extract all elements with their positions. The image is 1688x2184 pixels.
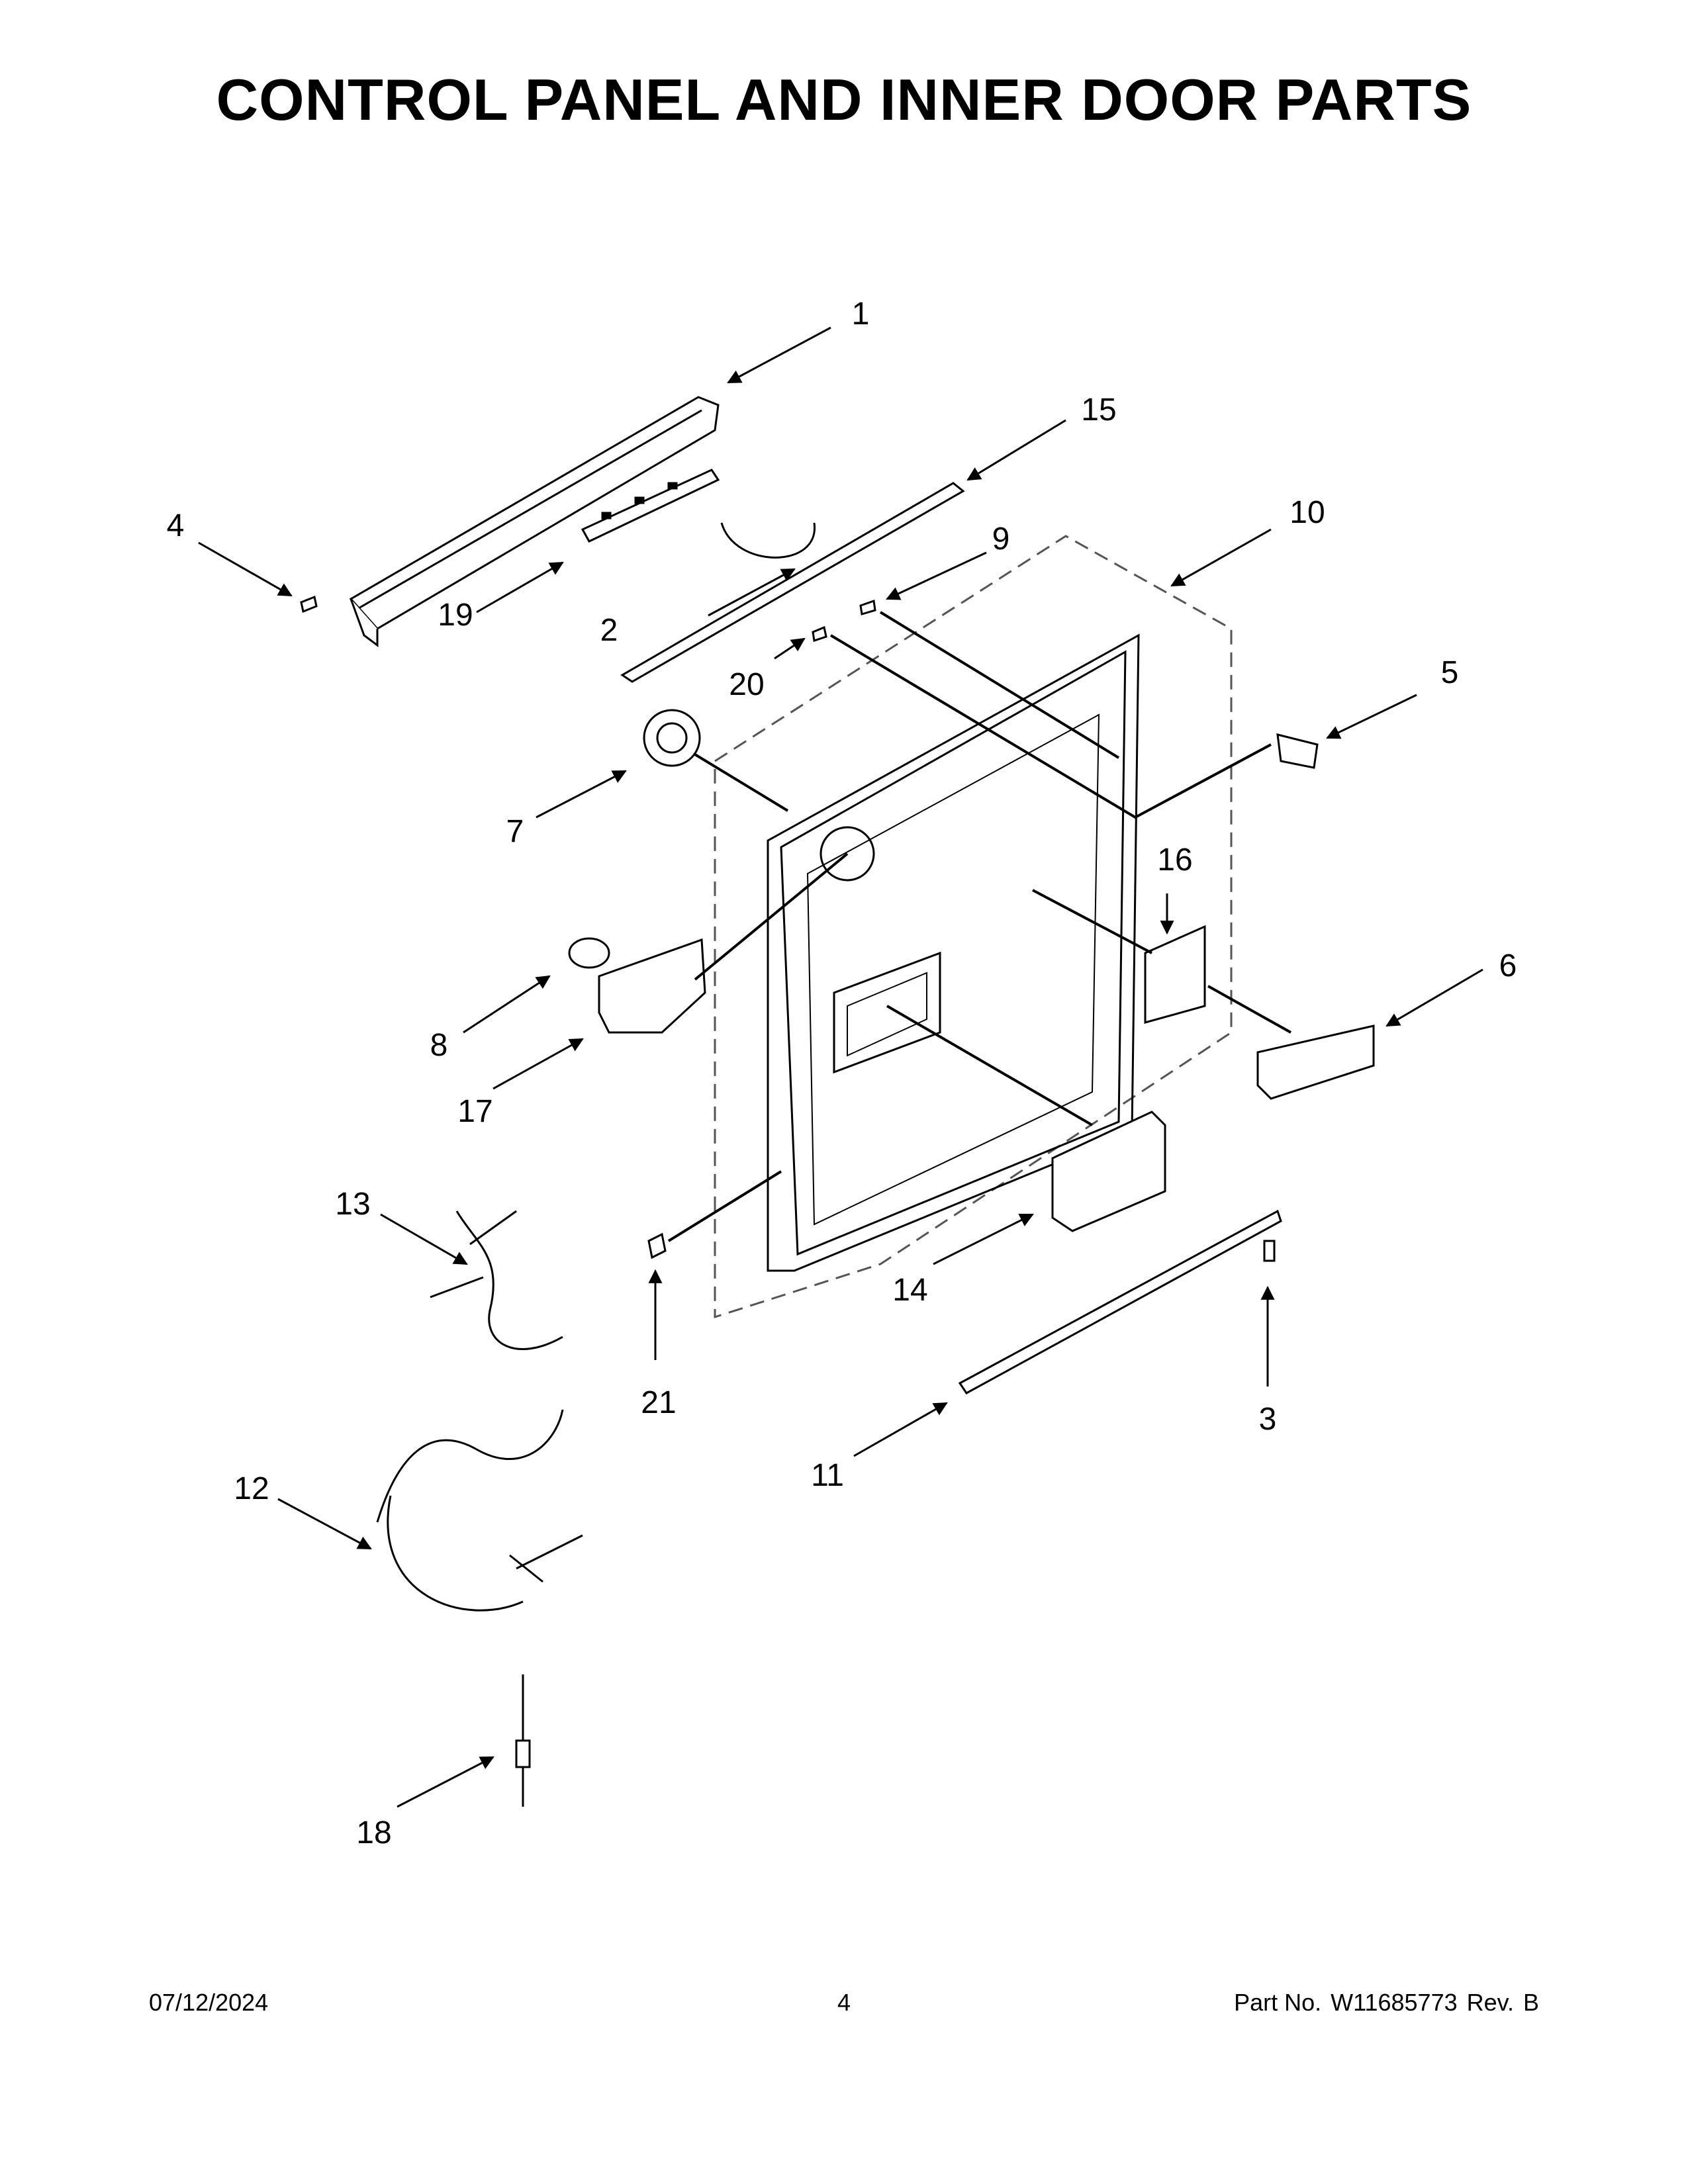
part-thermal-fuse	[515, 1674, 531, 1807]
callout-18: 18	[356, 1815, 391, 1850]
callout-12: 12	[234, 1471, 269, 1506]
callout-21: 21	[641, 1385, 676, 1420]
callout-labels: 1 2 3 4 5 6 7 8 9 10 11 12 13 14 15 16 1…	[167, 296, 1517, 1850]
callout-15: 15	[1081, 392, 1116, 428]
inner-door-panel	[767, 633, 1140, 1272]
callout-2: 2	[600, 613, 618, 648]
part-label: Part No.	[1234, 1989, 1322, 2016]
callout-20: 20	[729, 667, 764, 702]
callout-10: 10	[1289, 495, 1325, 530]
footer-part-number: Part No. W11685773 Rev. B	[1225, 1989, 1539, 2017]
callout-17: 17	[457, 1094, 492, 1129]
part-dispenser	[598, 938, 706, 1034]
rev-value: B	[1523, 1989, 1539, 2016]
callout-19: 19	[438, 598, 473, 633]
part-number: W11685773	[1331, 1989, 1458, 2016]
part-screws	[300, 595, 1276, 1262]
part-wire-harness-13	[430, 1210, 563, 1350]
part-vent-strip	[620, 482, 965, 683]
callout-7: 7	[506, 814, 524, 849]
footer-page-number: 4	[837, 1989, 851, 2016]
part-gasket-ring	[568, 937, 610, 969]
rev-label: Rev.	[1466, 1989, 1514, 2016]
callout-9: 9	[992, 522, 1010, 557]
leader-lines	[667, 611, 1291, 1242]
footer-date: 07/12/2024	[149, 1989, 269, 2016]
part-control-board	[581, 469, 720, 543]
callout-8: 8	[430, 1028, 448, 1063]
callout-5: 5	[1441, 655, 1459, 690]
callout-11: 11	[811, 1458, 844, 1493]
part-control-panel	[349, 396, 720, 647]
part-lower-rail	[958, 1209, 1282, 1394]
page-title: CONTROL PANEL AND INNER DOOR PARTS	[216, 67, 1472, 132]
callout-13: 13	[335, 1187, 370, 1222]
part-user-interface	[1256, 1024, 1375, 1100]
callout-1: 1	[852, 296, 870, 332]
callout-3: 3	[1259, 1402, 1277, 1437]
part-wire-harness-12	[376, 1409, 583, 1612]
door-outline	[714, 535, 1233, 1319]
part-dispenser-module	[1051, 1111, 1166, 1232]
part-vent-cap	[643, 709, 701, 767]
part-door-latch	[1276, 733, 1319, 769]
part-fastener	[647, 1232, 667, 1259]
part-wire	[720, 522, 816, 559]
callout-arrows	[198, 326, 1483, 1808]
callout-16: 16	[1157, 842, 1192, 878]
callout-14: 14	[892, 1273, 927, 1308]
callout-6: 6	[1499, 948, 1517, 983]
part-hinge-bracket	[1144, 925, 1206, 1024]
callout-4: 4	[167, 508, 185, 543]
